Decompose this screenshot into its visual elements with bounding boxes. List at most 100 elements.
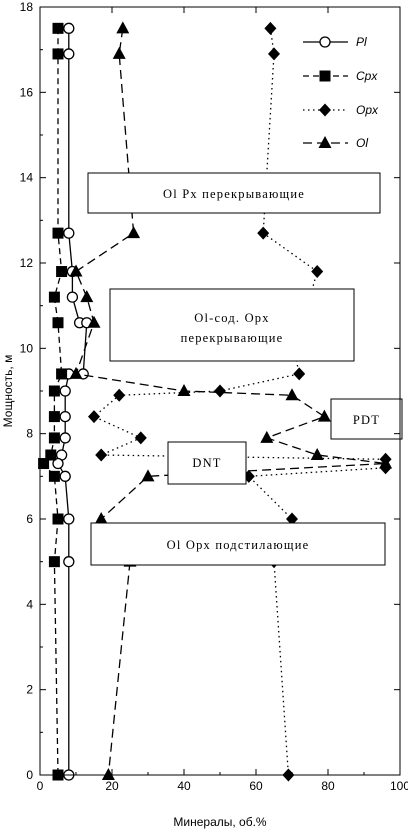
data-point-ol xyxy=(94,512,108,524)
data-point-cpx xyxy=(56,368,68,380)
x-tick-label: 40 xyxy=(177,779,191,793)
ann-ol-opx-bottom-box: Ol Opx подстилающие xyxy=(90,522,386,566)
legend-item-ol: Ol xyxy=(303,136,368,150)
series-line-cpx xyxy=(42,28,63,776)
ann-ol-opx-bottom-frame xyxy=(90,522,386,566)
y-tick-label: 8 xyxy=(26,427,33,441)
data-point-pl xyxy=(59,410,71,423)
data-point-ol xyxy=(69,264,83,277)
y-tick-label: 18 xyxy=(20,0,34,14)
legend-label-ol: Ol xyxy=(356,136,368,150)
data-point-cpx xyxy=(48,411,60,423)
legend-marker-pl xyxy=(319,36,331,48)
data-point-pl xyxy=(66,291,79,303)
data-point-ol xyxy=(80,290,94,303)
y-tick-label: 4 xyxy=(26,597,33,611)
legend-item-cpx: Cpx xyxy=(303,69,378,83)
y-tick-label: 12 xyxy=(20,256,34,270)
ann-ol-opx-top-box: Ol-сод. Opx перекрывающие xyxy=(109,288,355,362)
legend-marker-cpx xyxy=(319,70,331,82)
x-tick-label: 0 xyxy=(37,779,44,793)
data-point-cpx xyxy=(52,317,64,329)
legend-item-pl: Pl xyxy=(303,35,367,49)
data-point-cpx xyxy=(52,227,64,239)
legend-item-opx: Opx xyxy=(303,103,379,117)
data-point-cpx xyxy=(52,513,64,525)
legend-marker-opx xyxy=(319,103,331,117)
ann-ol-opx-top-label: перекрывающие xyxy=(181,331,284,345)
series-line-pl xyxy=(57,28,88,775)
ann-pdt-frame xyxy=(330,398,403,440)
series-line-opx xyxy=(92,28,387,776)
data-point-ol xyxy=(317,409,331,422)
data-point-opx xyxy=(257,226,270,240)
ann-dnt-label: DNT xyxy=(192,456,221,470)
data-point-cpx xyxy=(48,385,60,397)
data-point-ol xyxy=(379,456,393,469)
data-point-pl xyxy=(59,470,71,482)
data-point-cpx xyxy=(38,458,50,470)
y-tick-label: 10 xyxy=(20,341,34,355)
x-tick-label: 80 xyxy=(321,779,335,793)
series-line-ol xyxy=(75,28,386,776)
ann-pdt-label: PDT xyxy=(353,413,380,427)
data-point-pl xyxy=(63,227,75,239)
ann-ol-opx-bottom-label: Ol Opx подстилающие xyxy=(167,538,310,552)
data-point-pl xyxy=(59,385,71,397)
data-point-ol xyxy=(87,315,101,328)
data-point-opx xyxy=(95,448,108,462)
ann-pdt-box: PDT xyxy=(330,398,403,440)
x-axis-title: Минералы, об.% xyxy=(173,815,267,829)
data-point-ol xyxy=(177,384,191,396)
ann-dnt-box: DNT xyxy=(167,441,247,485)
y-axis-title: Мощность, м xyxy=(1,355,15,428)
legend-marker-ol xyxy=(318,136,332,148)
data-point-ol xyxy=(127,226,141,239)
y-tick-label: 16 xyxy=(20,85,34,99)
data-point-opx xyxy=(311,265,324,279)
data-point-opx xyxy=(214,384,226,398)
data-point-opx xyxy=(268,47,280,61)
ann-ol-opx-top-frame xyxy=(109,288,355,362)
data-point-cpx xyxy=(52,48,64,60)
data-point-cpx xyxy=(48,556,60,568)
data-point-ol xyxy=(260,430,274,443)
data-point-pl xyxy=(59,432,71,444)
data-point-ol xyxy=(69,366,83,379)
data-point-opx xyxy=(113,388,126,402)
x-tick-label: 20 xyxy=(105,779,119,793)
data-point-pl xyxy=(63,556,75,568)
ann-dnt-frame xyxy=(167,441,247,485)
y-tick-label: 6 xyxy=(26,512,33,526)
data-point-pl xyxy=(63,48,75,60)
data-point-cpx xyxy=(48,432,60,444)
data-point-opx xyxy=(264,21,277,35)
data-point-opx xyxy=(88,410,100,424)
ann-ol-px-label: Ol Px перекрывающие xyxy=(163,187,305,201)
ann-ol-px-box: Ol Px перекрывающие xyxy=(87,172,381,214)
data-point-ol xyxy=(310,448,324,460)
ann-ol-opx-top-label: Ol-сод. Opx xyxy=(194,311,269,325)
data-point-ol xyxy=(141,469,155,482)
data-point-ol xyxy=(285,388,299,401)
data-point-cpx xyxy=(48,470,60,482)
series-pl xyxy=(52,22,93,781)
y-tick-label: 0 xyxy=(26,768,33,782)
data-point-ol xyxy=(112,46,126,59)
legend-label-opx: Opx xyxy=(356,103,379,117)
y-tick-label: 2 xyxy=(26,683,33,697)
x-tick-label: 100 xyxy=(390,779,408,793)
series-ol xyxy=(69,21,393,780)
data-point-pl xyxy=(52,457,64,470)
ann-ol-px-frame xyxy=(87,172,381,214)
data-point-pl xyxy=(63,22,75,34)
legend-label-pl: Pl xyxy=(356,35,367,49)
y-tick-label: 14 xyxy=(20,171,34,185)
x-tick-label: 60 xyxy=(249,779,263,793)
data-point-ol xyxy=(116,21,130,34)
data-point-opx xyxy=(134,431,147,445)
data-point-cpx xyxy=(45,449,57,461)
data-point-cpx xyxy=(52,22,64,34)
data-point-cpx xyxy=(56,266,68,278)
